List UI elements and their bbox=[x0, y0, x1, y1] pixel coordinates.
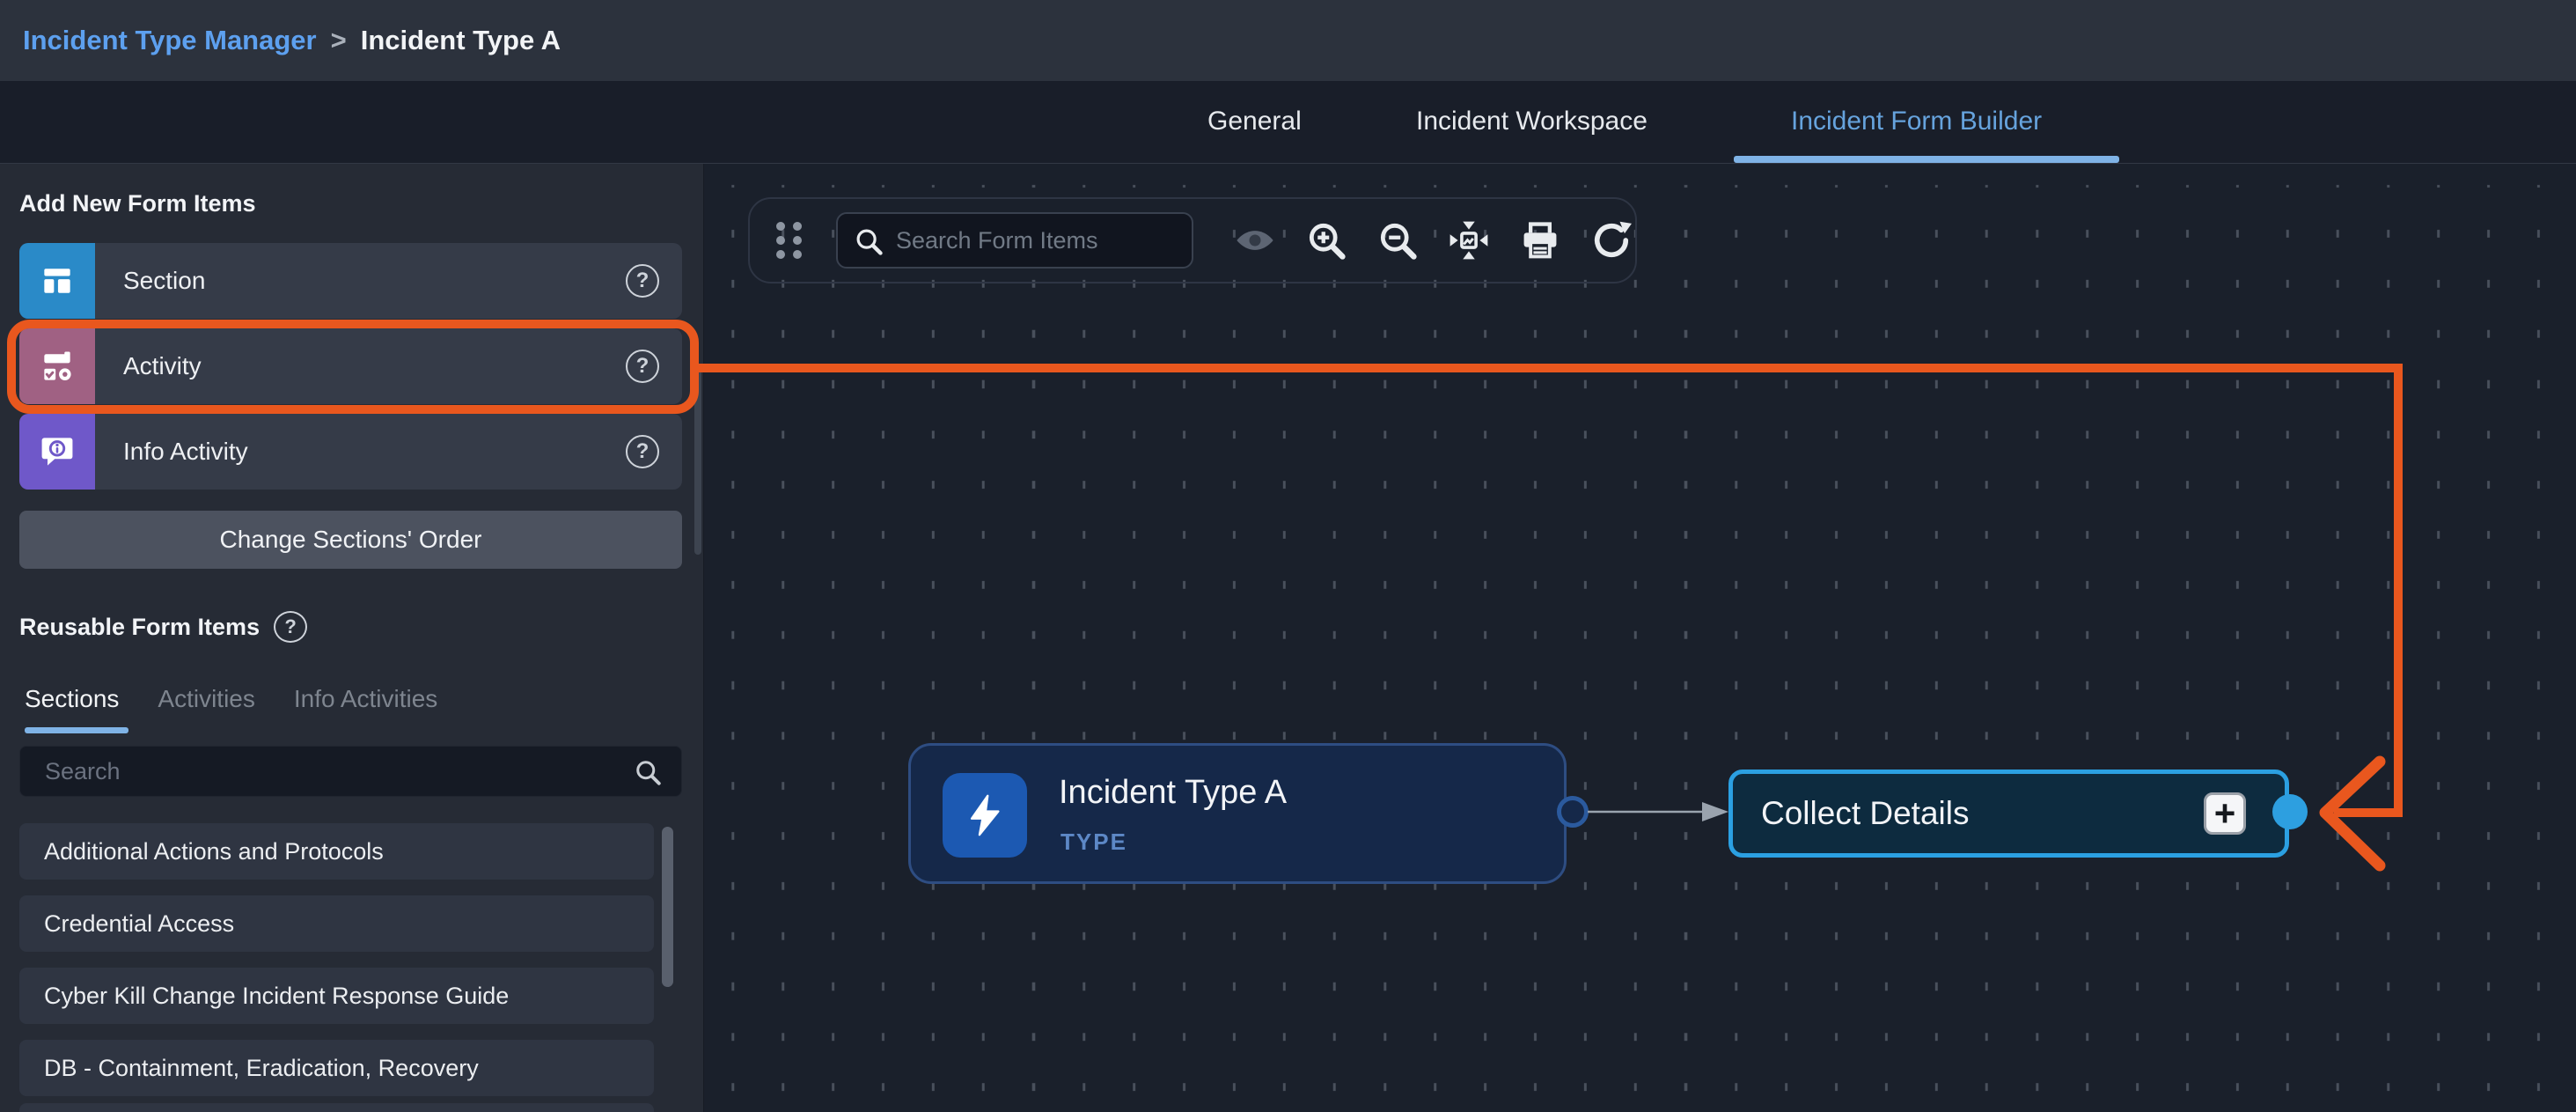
list-item[interactable]: Cyber Kill Change Incident Response Guid… bbox=[19, 968, 654, 1024]
zoom-out-icon bbox=[1380, 223, 1417, 260]
bolt-glyph bbox=[970, 794, 1000, 836]
change-sections-order-button[interactable]: Change Sections' Order bbox=[19, 511, 682, 569]
annotation-arrowhead-icon bbox=[2319, 755, 2386, 872]
node-title: Incident Type A bbox=[1059, 774, 1288, 811]
zoom-out-button[interactable] bbox=[1373, 215, 1421, 266]
node-type-badge: TYPE bbox=[1060, 828, 1127, 855]
print-button[interactable] bbox=[1516, 215, 1564, 266]
add-new-form-items-title: Add New Form Items bbox=[19, 190, 256, 217]
activity-icon-glyph bbox=[44, 351, 71, 380]
breadcrumb-root-link[interactable]: Incident Type Manager bbox=[23, 25, 317, 55]
tab-general[interactable]: General bbox=[1207, 107, 1302, 136]
main-tab-bar: General Incident Workspace Incident Form… bbox=[0, 81, 2576, 164]
visibility-button[interactable] bbox=[1230, 215, 1279, 266]
breadcrumb-current: Incident Type A bbox=[360, 25, 561, 55]
connection-arrow bbox=[1588, 802, 1728, 821]
activity-help-icon[interactable]: ? bbox=[626, 350, 659, 383]
breadcrumb-separator: > bbox=[330, 25, 347, 55]
active-tab-underline bbox=[1734, 156, 2119, 163]
add-form-item-button[interactable]: + bbox=[2204, 792, 2246, 835]
tab-incident-form-builder[interactable]: Incident Form Builder bbox=[1791, 107, 2043, 136]
list-scrollbar-thumb[interactable] bbox=[662, 827, 673, 987]
form-items-search-input[interactable] bbox=[837, 214, 1192, 267]
activity-icon bbox=[19, 328, 95, 404]
form-item-activity[interactable]: Activity ? bbox=[19, 328, 682, 404]
info-activity-help-icon[interactable]: ? bbox=[626, 435, 659, 468]
node-collect-details[interactable]: Collect Details + bbox=[1728, 770, 2289, 858]
list-item[interactable]: DB - Containment, Eradication, Recovery bbox=[19, 1040, 654, 1096]
zoom-in-icon bbox=[1309, 223, 1346, 260]
eye-icon bbox=[1236, 231, 1273, 250]
section-icon bbox=[19, 243, 95, 319]
form-item-section[interactable]: Section ? bbox=[19, 243, 682, 319]
reusable-form-items-title: Reusable Form Items ? bbox=[19, 611, 308, 643]
annotation-line-bottom bbox=[2334, 808, 2403, 817]
annotation-highlight-activity bbox=[7, 320, 699, 414]
form-item-info-activity[interactable]: Info Activity ? bbox=[19, 414, 682, 490]
form-item-label: Activity bbox=[123, 352, 202, 379]
reusable-form-items-label: Reusable Form Items bbox=[19, 613, 261, 640]
sidebar-scrollbar-thumb[interactable] bbox=[694, 370, 701, 555]
canvas-toolbar bbox=[748, 197, 1637, 284]
lightning-bolt-icon bbox=[943, 773, 1027, 858]
toolbar-drag-handle-icon[interactable] bbox=[776, 222, 810, 259]
refresh-icon bbox=[1594, 221, 1632, 258]
active-subtab-underline bbox=[25, 727, 128, 733]
section-help-icon[interactable]: ? bbox=[626, 264, 659, 298]
collect-details-port[interactable] bbox=[2272, 794, 2308, 829]
canvas-dot-grid bbox=[704, 164, 2576, 1112]
reusable-help-icon[interactable]: ? bbox=[274, 611, 308, 643]
fit-view-button[interactable] bbox=[1444, 215, 1493, 266]
reusable-search-input[interactable] bbox=[20, 747, 681, 796]
top-bar: Incident Type Manager > Incident Type A bbox=[0, 0, 2576, 81]
form-item-label: Section bbox=[123, 267, 206, 294]
subtab-info-activities[interactable]: Info Activities bbox=[293, 685, 438, 712]
reusable-subtabs: Sections Activities Info Activities bbox=[25, 685, 437, 713]
list-item[interactable]: Credential Access bbox=[19, 895, 654, 952]
list-item-partial[interactable] bbox=[19, 1103, 654, 1112]
refresh-button[interactable] bbox=[1587, 215, 1635, 266]
form-builder-canvas[interactable]: Incident Type A TYPE Collect Details + bbox=[704, 164, 2576, 1112]
type-node-output-port[interactable] bbox=[1557, 796, 1589, 828]
breadcrumb: Incident Type Manager > Incident Type A bbox=[23, 25, 561, 56]
search-icon bbox=[856, 229, 883, 255]
reusable-search bbox=[19, 746, 682, 797]
annotation-line-top bbox=[699, 364, 2403, 372]
node-incident-type[interactable]: Incident Type A TYPE bbox=[908, 743, 1567, 884]
form-items-sidebar: Add New Form Items Section ? Activity bbox=[0, 164, 704, 1112]
section-icon-glyph bbox=[44, 269, 70, 293]
subtab-sections[interactable]: Sections bbox=[25, 685, 120, 712]
tab-incident-workspace[interactable]: Incident Workspace bbox=[1416, 107, 1648, 136]
annotation-line-vertical bbox=[2394, 364, 2403, 817]
info-activity-icon-glyph bbox=[41, 438, 73, 466]
subtab-activities[interactable]: Activities bbox=[158, 685, 255, 712]
search-icon bbox=[636, 761, 661, 785]
node-title: Collect Details bbox=[1761, 795, 1970, 831]
list-item[interactable]: Additional Actions and Protocols bbox=[19, 823, 654, 880]
info-activity-icon bbox=[19, 414, 95, 490]
add-new-form-items-label: Add New Form Items bbox=[19, 190, 256, 217]
print-icon bbox=[1523, 222, 1556, 259]
form-item-label: Info Activity bbox=[123, 438, 248, 465]
fit-view-icon bbox=[1449, 221, 1487, 260]
form-items-search bbox=[835, 212, 1193, 269]
zoom-in-button[interactable] bbox=[1302, 215, 1350, 266]
